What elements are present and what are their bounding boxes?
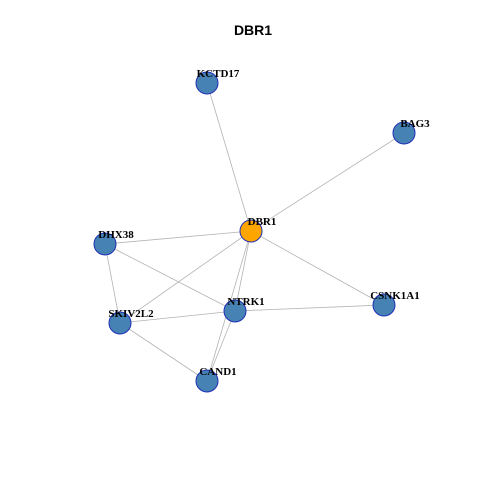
node-circle-dhx38[interactable] bbox=[93, 232, 117, 256]
edge-dbr1-kctd17 bbox=[206, 82, 252, 232]
node-layer: KCTD17BAG3DBR1DHX38CSNK1A1NTRK1SKIV2L2CA… bbox=[93, 68, 430, 393]
edge-skiv2l2-cand1 bbox=[119, 322, 208, 382]
graph-title: DBR1 bbox=[234, 22, 272, 38]
edge-dbr1-bag3 bbox=[250, 132, 405, 232]
node-label-ntrk1: NTRK1 bbox=[227, 296, 264, 308]
node-bag3[interactable]: BAG3 bbox=[392, 118, 430, 145]
edge-dbr1-dhx38 bbox=[104, 230, 252, 245]
edge-layer bbox=[104, 82, 405, 382]
node-circle-ntrk1[interactable] bbox=[223, 299, 247, 323]
edge-dbr1-csnk1a1 bbox=[250, 230, 385, 306]
node-label-bag3: BAG3 bbox=[400, 118, 430, 130]
node-label-skiv2l2: SKIV2L2 bbox=[108, 308, 154, 320]
edge-dbr1-ntrk1 bbox=[234, 230, 252, 312]
node-circle-kctd17[interactable] bbox=[195, 71, 219, 95]
edge-ntrk1-csnk1a1 bbox=[234, 304, 385, 312]
node-dbr1[interactable]: DBR1 bbox=[239, 216, 277, 243]
node-circle-csnk1a1[interactable] bbox=[372, 293, 396, 317]
node-skiv2l2[interactable]: SKIV2L2 bbox=[108, 308, 154, 335]
node-csnk1a1[interactable]: CSNK1A1 bbox=[370, 290, 420, 317]
node-circle-dbr1[interactable] bbox=[239, 219, 263, 243]
node-label-dbr1: DBR1 bbox=[248, 216, 277, 228]
node-circle-skiv2l2[interactable] bbox=[108, 311, 132, 335]
node-kctd17[interactable]: KCTD17 bbox=[195, 68, 240, 95]
node-cand1[interactable]: CAND1 bbox=[195, 366, 237, 393]
node-circle-bag3[interactable] bbox=[392, 121, 416, 145]
node-label-dhx38: DHX38 bbox=[98, 229, 134, 241]
edge-dhx38-ntrk1 bbox=[104, 243, 236, 312]
edge-dbr1-skiv2l2 bbox=[119, 230, 252, 324]
node-label-kctd17: KCTD17 bbox=[197, 68, 240, 80]
node-label-cand1: CAND1 bbox=[199, 366, 236, 378]
edge-ntrk1-skiv2l2 bbox=[119, 310, 236, 324]
node-dhx38[interactable]: DHX38 bbox=[93, 229, 134, 256]
node-label-csnk1a1: CSNK1A1 bbox=[370, 290, 420, 302]
node-circle-cand1[interactable] bbox=[195, 369, 219, 393]
edge-ntrk1-cand1 bbox=[206, 310, 236, 382]
edge-dhx38-skiv2l2 bbox=[104, 243, 121, 324]
node-ntrk1[interactable]: NTRK1 bbox=[223, 296, 265, 323]
